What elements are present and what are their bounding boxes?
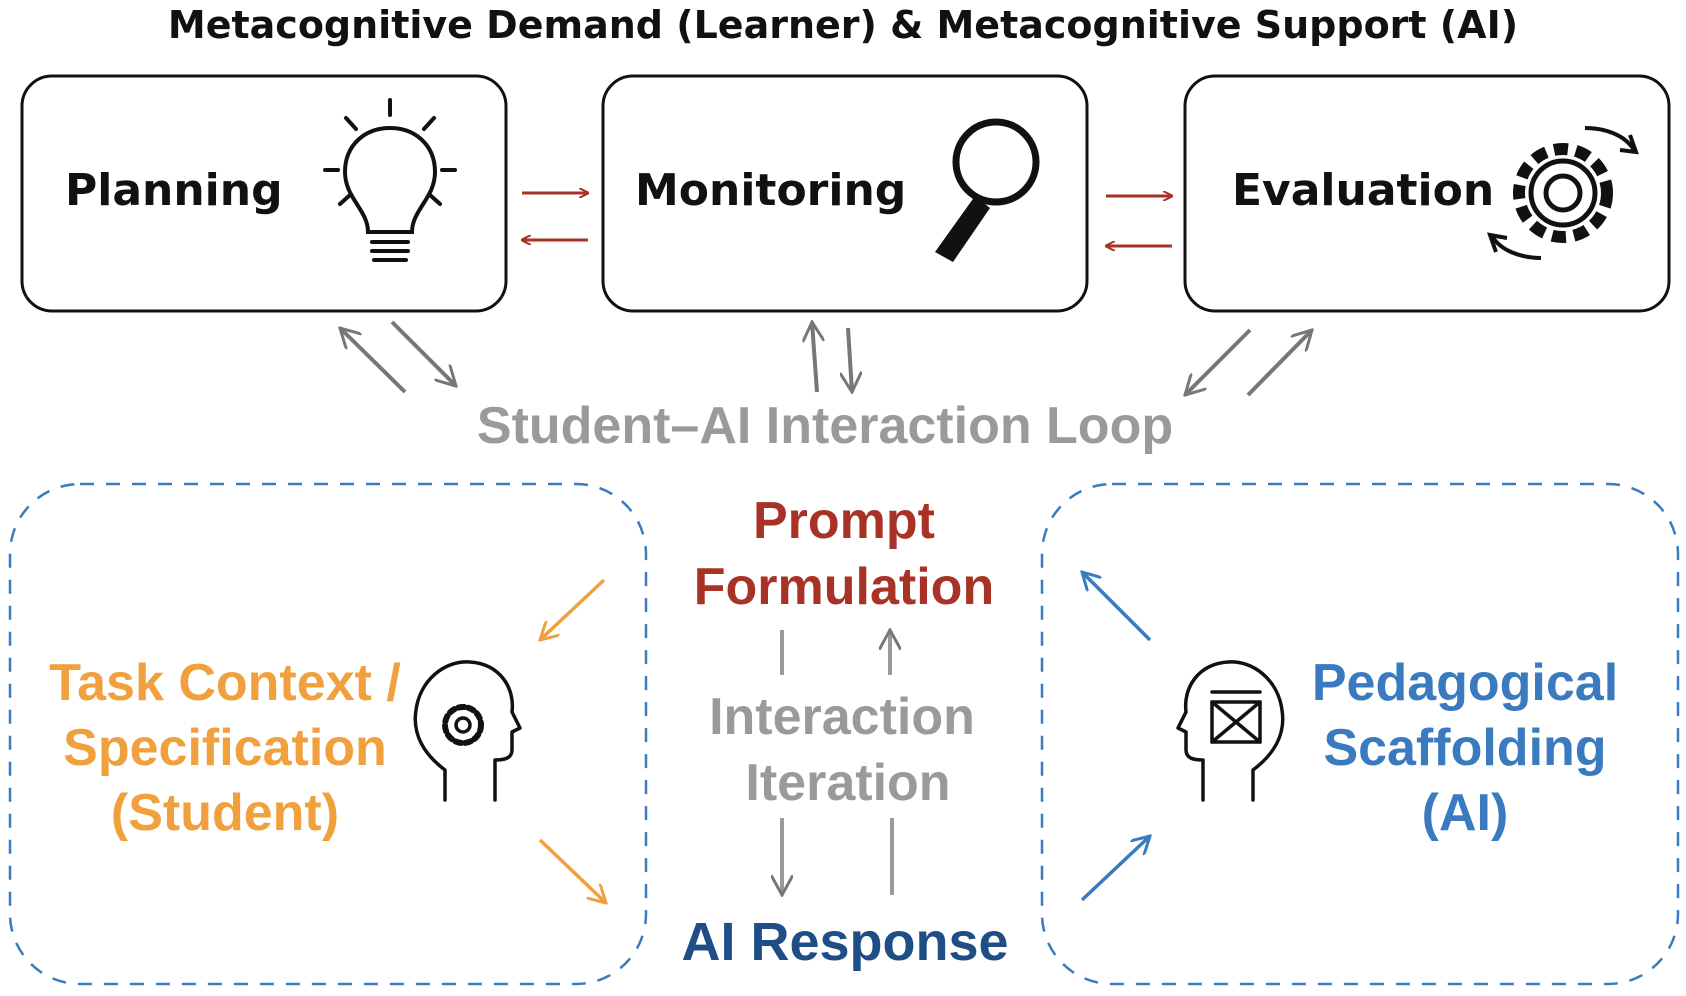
task-context-label: Task Context / Specification (Student) (49, 654, 401, 842)
stage-evaluation: Evaluation (1183, 74, 1671, 313)
scaffolding-line-1: Pedagogical (1312, 654, 1618, 712)
prompt-line-2: Formulation (694, 558, 994, 616)
stage-label-planning: Planning (65, 165, 283, 216)
magnifier-icon (935, 118, 1040, 262)
stage-box-evaluation (1183, 74, 1671, 313)
right-dashed-region (1040, 482, 1680, 986)
scaffolding-line-2: Scaffolding (1323, 719, 1606, 777)
pedagogical-scaffolding-label: Pedagogical Scaffolding (AI) (1312, 654, 1618, 842)
task-context-line-1: Task Context / (49, 654, 401, 712)
head-gear-icon (413, 660, 522, 802)
scaffolding-line-3: (AI) (1422, 784, 1509, 842)
lightbulb-icon (323, 98, 457, 262)
stage-arrows-red (522, 193, 1172, 246)
stage-planning: Planning (20, 74, 508, 313)
iteration-line-2: Iteration (745, 754, 950, 812)
iteration-arrows-lower (782, 818, 894, 895)
iteration-arrows-upper (780, 630, 890, 675)
task-context-line-3: (Student) (111, 784, 339, 842)
iteration-line-1: Interaction (709, 688, 975, 746)
gear-cycle-icon (1486, 126, 1639, 260)
left-dashed-region (8, 482, 648, 986)
stage-label-monitoring: Monitoring (635, 165, 906, 216)
ai-response-label: AI Response (681, 912, 1008, 972)
prompt-formulation: Prompt Formulation (694, 492, 994, 616)
prompt-line-1: Prompt (753, 492, 935, 550)
loop-arrows-gray (340, 322, 1312, 395)
diagram-title: Metacognitive Demand (Learner) & Metacog… (168, 3, 1518, 47)
interaction-iteration: Interaction Iteration (709, 688, 975, 812)
stage-monitoring: Monitoring (601, 74, 1089, 313)
stage-label-evaluation: Evaluation (1232, 165, 1494, 216)
scaffolding-arrows (1082, 572, 1150, 902)
loop-label: Student–AI Interaction Loop (477, 397, 1173, 455)
head-scaffold-icon (1176, 660, 1285, 802)
task-context-arrows (540, 578, 606, 903)
task-context-line-2: Specification (63, 719, 387, 777)
